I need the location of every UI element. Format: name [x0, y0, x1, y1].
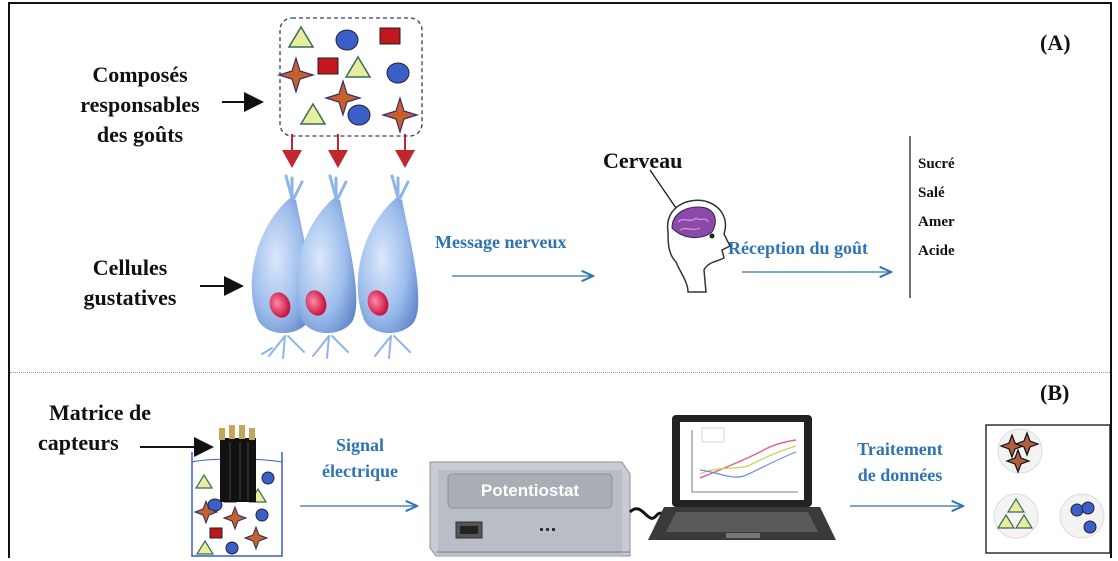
compounds-label-line-2: responsables: [80, 92, 200, 117]
panel-divider: [10, 372, 1110, 373]
cells-label-line-1: Cellules: [92, 255, 168, 280]
laptop-icon: [648, 415, 836, 540]
cells-label-line-2: gustatives: [83, 285, 177, 310]
sensor-beaker: [191, 425, 283, 557]
taste-sweet: Sucré: [918, 156, 955, 172]
sensor-array-label: Matrice de capteurs: [30, 398, 170, 458]
results-box: [985, 424, 1111, 554]
brain-label: Cerveau: [603, 148, 683, 173]
taste-list: Sucré Salé Amer Acide: [918, 150, 955, 266]
sensor-array-label-line-1: Matrice de: [49, 400, 151, 425]
compounds-box: [278, 17, 423, 137]
compounds-label-line-3: des goûts: [96, 122, 184, 147]
data-processing-line-1: Traitement: [857, 439, 943, 459]
panel-b-label: (B): [1040, 380, 1070, 405]
sensor-array-icon: [220, 438, 256, 502]
electric-signal-label: Signal électrique: [300, 432, 420, 484]
data-processing-line-2: de données: [857, 465, 943, 485]
taste-reception-label: Réception du goût: [728, 238, 869, 258]
taste-bitter: Amer: [918, 214, 955, 230]
cells-label: Cellules gustatives: [70, 253, 190, 313]
compounds-label-line-1: Composés: [92, 62, 188, 87]
sensor-array-label-line-2: capteurs: [38, 430, 119, 455]
electric-signal-line-2: électrique: [322, 461, 398, 481]
nerve-message-label: Message nerveux: [435, 232, 567, 252]
compounds-to-cells-arrows: [282, 134, 415, 168]
panel-a-label: (A): [1040, 30, 1071, 55]
taste-sour: Acide: [918, 243, 955, 259]
electric-signal-line-1: Signal: [335, 435, 385, 455]
potentiostat-device: [429, 461, 631, 557]
taste-cells: [251, 174, 419, 359]
compounds-label: Composés responsables des goûts: [60, 60, 220, 150]
potentiostat-label: Potentiostat: [481, 481, 580, 500]
taste-salty: Salé: [918, 185, 945, 201]
figure-frame: [8, 2, 1112, 558]
data-processing-label: Traitement de données: [830, 436, 970, 488]
brain-head-icon: [649, 169, 732, 293]
